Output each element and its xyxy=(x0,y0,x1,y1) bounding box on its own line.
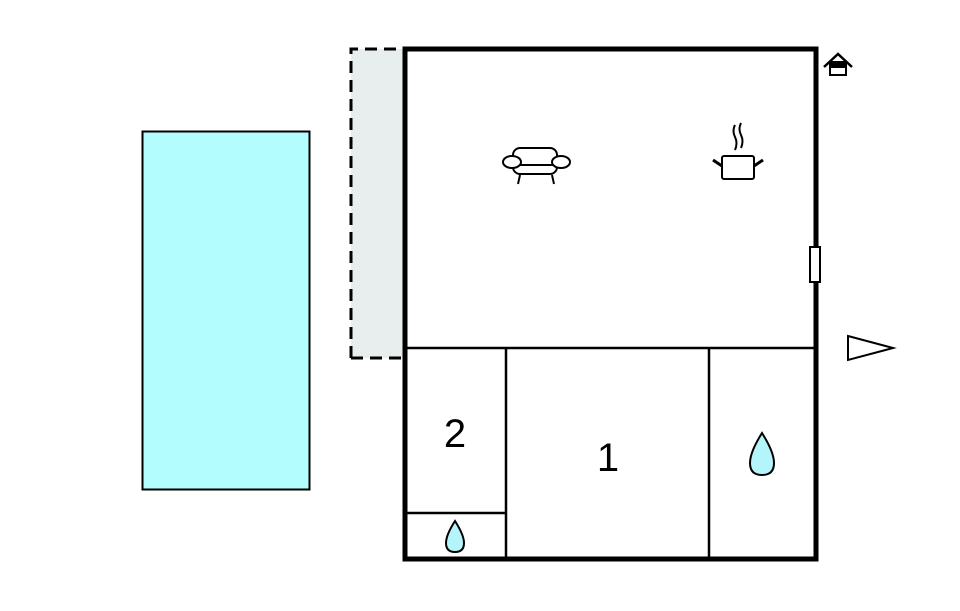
water-drop-icon xyxy=(748,431,776,477)
cooking-pot-icon xyxy=(712,122,764,180)
house-outline xyxy=(402,46,819,562)
arrow-right-icon xyxy=(847,334,897,362)
room-label-2: 2 xyxy=(444,412,466,456)
terrace xyxy=(349,47,405,360)
room-label-1: 1 xyxy=(597,436,619,480)
water-drop-icon xyxy=(444,519,466,554)
pool xyxy=(141,130,311,491)
armchair-icon xyxy=(502,147,571,185)
interior-walls xyxy=(405,346,816,559)
house-icon xyxy=(823,52,853,76)
window-icon xyxy=(809,246,821,283)
